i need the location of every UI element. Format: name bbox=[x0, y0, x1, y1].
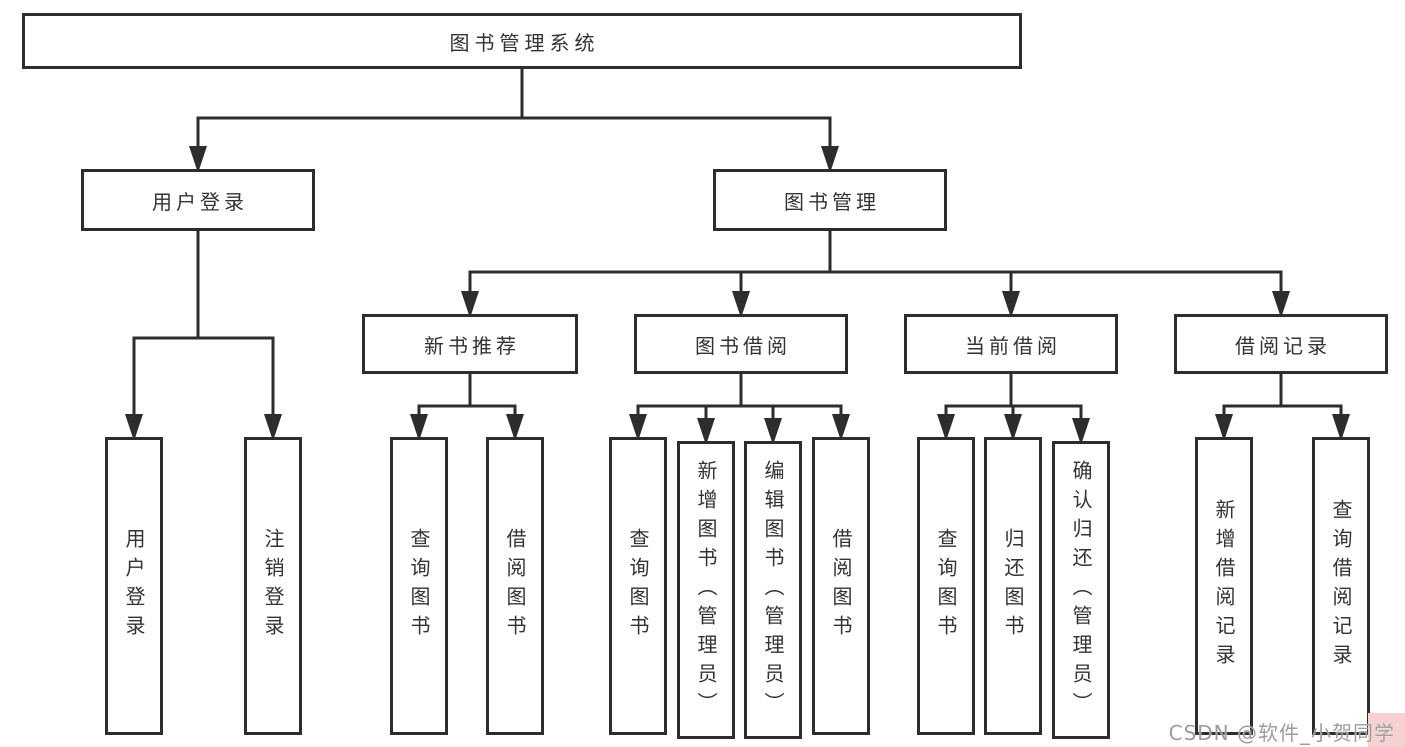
node-label: 新增借阅记录 bbox=[1212, 499, 1236, 673]
node-label: 借阅图书 bbox=[829, 528, 853, 644]
node-leaf-borrow-books-2: 借阅图书 bbox=[812, 437, 870, 735]
watermark-text: CSDN @软件_小贺同学 bbox=[1168, 721, 1395, 745]
node-leaf-query-books-2: 查询图书 bbox=[609, 437, 667, 735]
node-label: 用户登录 bbox=[122, 528, 146, 644]
node-label: 新增图书（管理员） bbox=[694, 459, 718, 721]
connector-new-book-rec-children bbox=[417, 372, 517, 438]
node-label: 查询图书 bbox=[626, 528, 650, 644]
connector-user-login-children bbox=[132, 229, 275, 438]
node-label: 归还图书 bbox=[1001, 528, 1025, 644]
node-label: 图书管理 bbox=[784, 189, 880, 214]
node-user-login: 用户登录 bbox=[81, 169, 315, 231]
node-book-management: 图书管理 bbox=[713, 169, 947, 231]
node-leaf-confirm-return-admin: 确认归还（管理员） bbox=[1052, 441, 1110, 739]
node-label: 图书管理系统 bbox=[449, 30, 600, 55]
watermark-pink-corner bbox=[1368, 713, 1405, 747]
node-label: 借阅图书 bbox=[503, 528, 527, 644]
arrowheads bbox=[125, 146, 1350, 445]
connector-root-to-level2 bbox=[196, 67, 832, 170]
node-leaf-add-borrow-record: 新增借阅记录 bbox=[1195, 437, 1253, 735]
connector-book-borrow-children bbox=[636, 372, 843, 442]
node-label: 查询图书 bbox=[934, 528, 958, 644]
node-leaf-query-books-1: 查询图书 bbox=[390, 437, 448, 735]
node-leaf-query-books-3: 查询图书 bbox=[917, 437, 975, 735]
node-label: 编辑图书（管理员） bbox=[761, 459, 785, 721]
connector-borrow-records-children bbox=[1222, 372, 1343, 438]
node-label: 查询图书 bbox=[407, 528, 431, 644]
node-leaf-borrow-books-1: 借阅图书 bbox=[486, 437, 544, 735]
node-leaf-add-books-admin: 新增图书（管理员） bbox=[677, 441, 735, 739]
node-leaf-return-books: 归还图书 bbox=[984, 437, 1042, 735]
node-label: 借阅记录 bbox=[1235, 333, 1331, 358]
node-new-book-recommend: 新书推荐 bbox=[362, 314, 578, 374]
node-leaf-logout: 注销登录 bbox=[244, 437, 302, 735]
node-label: 注销登录 bbox=[261, 528, 285, 644]
connector-book-mgmt-to-level3 bbox=[468, 229, 1283, 315]
node-leaf-user-login: 用户登录 bbox=[105, 437, 163, 735]
node-leaf-edit-books-admin: 编辑图书（管理员） bbox=[744, 441, 802, 739]
node-borrowing-records: 借阅记录 bbox=[1174, 314, 1388, 374]
node-label: 新书推荐 bbox=[424, 333, 520, 358]
node-library-management-system: 图书管理系统 bbox=[22, 13, 1022, 69]
node-book-borrowing: 图书借阅 bbox=[634, 314, 848, 374]
node-label: 当前借阅 bbox=[965, 333, 1061, 358]
node-label: 用户登录 bbox=[152, 189, 248, 214]
node-leaf-query-borrow-record: 查询借阅记录 bbox=[1312, 437, 1370, 735]
node-label: 确认归还（管理员） bbox=[1069, 459, 1093, 721]
node-label: 图书借阅 bbox=[695, 333, 791, 358]
node-current-borrowing: 当前借阅 bbox=[904, 314, 1118, 374]
node-label: 查询借阅记录 bbox=[1329, 499, 1353, 673]
